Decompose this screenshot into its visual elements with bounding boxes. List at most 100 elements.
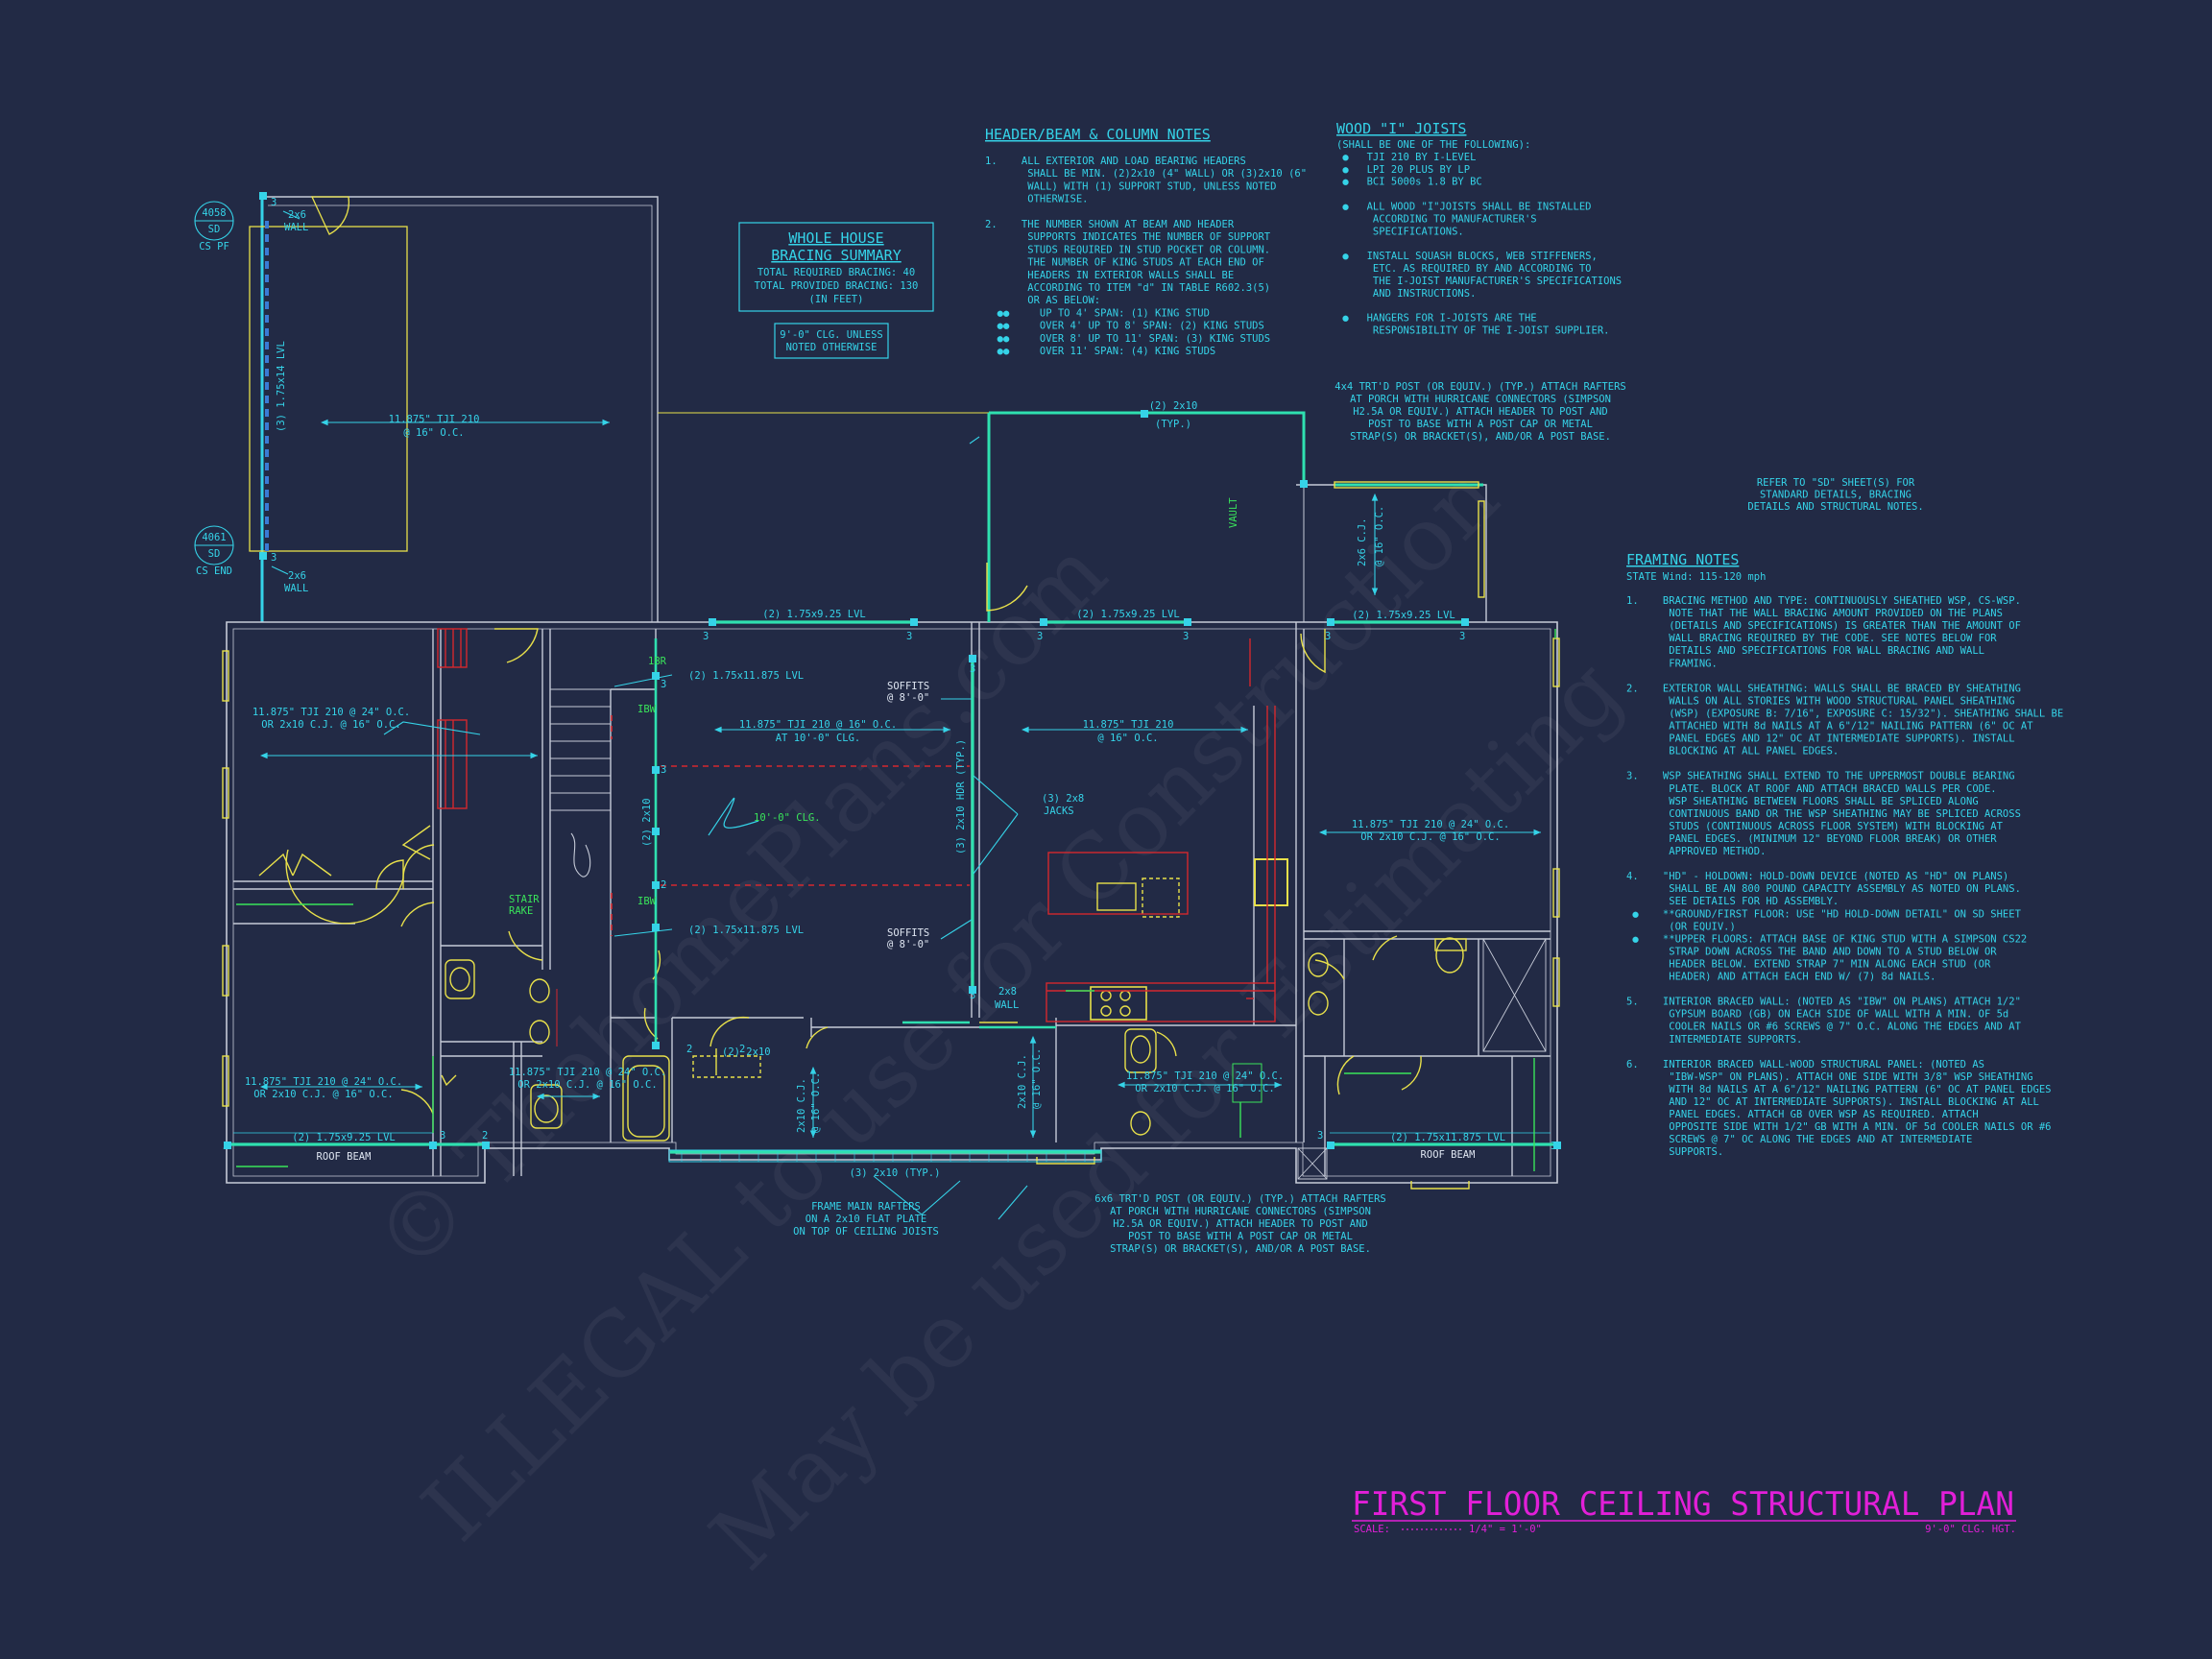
note-line: WALL) WITH (1) SUPPORT STUD, UNLESS NOTE… xyxy=(985,180,1276,192)
post-number: 2 xyxy=(739,1044,745,1055)
soffit-label: SOFFITS xyxy=(887,927,929,939)
plan-labels: 11.875" TJI 210 @ 16" O.C. (3) 1.75x14 L… xyxy=(196,207,1509,1179)
wall-2x6-label: 2x6 xyxy=(288,209,306,221)
note-line: WALL BRACING REQUIRED BY THE CODE. SEE N… xyxy=(1626,633,1997,644)
note-line: PANEL EDGES. (MINIMUM 12" BEYOND FLOOR B… xyxy=(1626,833,1997,845)
note-line: STRAP(S) OR BRACKET(S), AND/OR A POST BA… xyxy=(1110,1243,1371,1255)
garage-beam-label: (3) 1.75x14 LVL xyxy=(276,341,287,432)
post-number: 3 xyxy=(1459,631,1465,642)
post-number: 3 xyxy=(1551,1141,1556,1152)
bracing-summary-title: BRACING SUMMARY xyxy=(771,247,901,264)
hdr-vertical-label: (3) 2x10 HDR (TYP.) xyxy=(955,739,967,854)
stair-label: STAIR xyxy=(509,894,540,905)
green-elements xyxy=(236,629,1556,1171)
note-line: 6. INTERIOR BRACED WALL-WOOD STRUCTURAL … xyxy=(1626,1059,1984,1070)
note-line: PANEL EDGES. ATTACH GB OVER WSP AS REQUI… xyxy=(1626,1109,1979,1120)
bracing-summary-title: WHOLE HOUSE xyxy=(788,229,883,247)
note-line: STRAP DOWN ACROSS THE BAND AND DOWN TO A… xyxy=(1626,946,1997,957)
ceiling-note-line: 9'-0" CLG. UNLESS xyxy=(780,329,882,341)
note-line: SEE DETAILS FOR HD ASSEMBLY. xyxy=(1626,896,1839,907)
porch-cj-label: 2x10 C.J. xyxy=(796,1078,807,1133)
lvl-beam-label: (2) 1.75x11.875 LVL xyxy=(688,925,804,936)
porch-cj-label: 2x10 C.J. xyxy=(1017,1054,1028,1109)
note-line: REFER TO "SD" SHEET(S) FOR xyxy=(1757,477,1915,489)
detail-bubble-number: 4061 xyxy=(202,532,226,543)
title-block: FIRST FLOOR CEILING STRUCTURAL PLAN SCAL… xyxy=(1352,1485,2016,1535)
note-line: ACCORDING TO MANUFACTURER'S xyxy=(1336,213,1537,225)
note-line: SUPPORTS. xyxy=(1626,1146,1723,1158)
wall-2x8-label: 2x8 xyxy=(998,986,1017,998)
bath-joists-alt: OR 2x10 C.J. @ 16" O.C. xyxy=(517,1079,657,1091)
note-line: STUDS (CONTINUOUS ACROSS FLOOR SYSTEM) W… xyxy=(1626,821,2004,832)
bedroom-joists: 11.875" TJI 210 @ 24" O.C. xyxy=(245,1076,402,1088)
bedroom-joists: 11.875" TJI 210 @ 24" O.C. xyxy=(252,707,410,718)
bracing-unit: (IN FEET) xyxy=(809,294,864,305)
ceiling-note-line: NOTED OTHERWISE xyxy=(786,342,878,353)
post-number: 2 xyxy=(482,1130,488,1142)
hdr-2x10-label: (2) 2x10 xyxy=(641,798,653,847)
note-line: H2.5A OR EQUIV.) ATTACH HEADER TO POST A… xyxy=(1353,406,1608,418)
right-cj-label: 2x6 C.J. xyxy=(1357,517,1368,566)
master-bedroom-joists: 11.875" TJI 210 @ 24" O.C. xyxy=(1352,819,1509,830)
note-line: THE I-JOIST MANUFACTURER'S SPECIFICATION… xyxy=(1336,276,1622,287)
post-number: 3 xyxy=(1037,631,1043,642)
post-number: 3 xyxy=(223,1141,228,1152)
framing-wind-speed: STATE Wind: 115-120 mph xyxy=(1626,571,1766,583)
ceiling-height-label: 9'-0" CLG. HGT. xyxy=(1925,1524,2016,1535)
note-line: ● **GROUND/FIRST FLOOR: USE "HD HOLD-DOW… xyxy=(1626,908,2022,920)
soffit-label: SOFFITS xyxy=(887,681,929,692)
framing-notes: FRAMING NOTES STATE Wind: 115-120 mph 1.… xyxy=(1626,551,2063,1158)
ceiling-note-box: 9'-0" CLG. UNLESS NOTED OTHERWISE xyxy=(774,323,889,359)
post-number: 3 xyxy=(703,631,709,642)
post-number: 3 xyxy=(970,990,975,1001)
wall-2x6-label: WALL xyxy=(284,583,308,594)
post-number: 3 xyxy=(271,552,276,564)
note-line: ●● OVER 8' UP TO 11' SPAN: (3) KING STUD… xyxy=(985,333,1270,345)
kitchen-joists: 11.875" TJI 210 xyxy=(1083,719,1174,731)
post-number: 2 xyxy=(686,1044,692,1055)
porch-header-label: (2) 2x10 xyxy=(1149,400,1198,412)
header-beam-column-notes: HEADER/BEAM & COLUMN NOTES 1. ALL EXTERI… xyxy=(985,126,1307,357)
note-line: POST TO BASE WITH A POST CAP OR METAL xyxy=(1128,1231,1353,1242)
roof-beam-label: ROOF BEAM xyxy=(317,1151,372,1163)
note-line: WSP SHEATHING BETWEEN FLOORS SHALL BE SP… xyxy=(1626,796,1979,807)
note-line: HEADER BELOW. EXTEND STRAP 7" MIN ALONG … xyxy=(1626,958,1991,970)
great-room-joists: 11.875" TJI 210 @ 16" O.C. xyxy=(739,719,897,731)
post-markers xyxy=(224,192,1561,1149)
note-line: H2.5A OR EQUIV.) ATTACH HEADER TO POST A… xyxy=(1113,1218,1368,1230)
lvl-header-label: (2) 1.75x9.25 LVL xyxy=(1352,610,1455,621)
post-number: 3 xyxy=(1317,1130,1323,1142)
sheet-title: FIRST FLOOR CEILING STRUCTURAL PLAN xyxy=(1352,1485,2014,1524)
note-line: 1. ALL EXTERIOR AND LOAD BEARING HEADERS xyxy=(985,156,1246,167)
garage-walls xyxy=(262,196,659,622)
bedroom-joists-alt: OR 2x10 C.J. @ 16" O.C. xyxy=(253,1089,393,1100)
lvl-header-label: (2) 1.75x9.25 LVL xyxy=(762,609,865,620)
note-line: "IBW-WSP" ON PLANS). ATTACH ONE SIDE WIT… xyxy=(1626,1071,2033,1083)
note-line: ● HANGERS FOR I-JOISTS ARE THE xyxy=(1336,313,1537,325)
note-line: ACCORDING TO ITEM "d" IN TABLE R602.3(5) xyxy=(985,282,1270,294)
note-line: POST TO BASE WITH A POST CAP OR METAL xyxy=(1368,419,1593,430)
note-line: GYPSUM BOARD (GB) ON EACH SIDE OF WALL W… xyxy=(1626,1009,2008,1021)
note-line: FRAMING. xyxy=(1626,658,1718,669)
wall-2x8-label: WALL xyxy=(995,999,1019,1011)
note-line: SHALL BE AN 800 POUND CAPACITY ASSEMBLY … xyxy=(1626,883,2021,895)
post-number: 3 xyxy=(271,197,276,208)
garage-joists-label: 11.875" TJI 210 xyxy=(389,414,480,425)
note-line: AND 12" OC AT INTERMEDIATE SUPPORTS). IN… xyxy=(1626,1096,2039,1108)
note-line: APPROVED METHOD. xyxy=(1626,846,1766,857)
roof-beam-label: ROOF BEAM xyxy=(1421,1149,1476,1161)
bracing-required: TOTAL REQUIRED BRACING: 40 xyxy=(757,267,915,278)
note-line: HEADER) AND ATTACH EACH END W/ (7) 8d NA… xyxy=(1626,972,1936,983)
note-line: SHALL BE MIN. (2)2x10 (4" WALL) OR (3)2x… xyxy=(985,168,1307,180)
soffit-height: @ 8'-0" xyxy=(887,939,929,950)
note-line: AT PORCH WITH HURRICANE CONNECTORS (SIMP… xyxy=(1110,1206,1371,1217)
note-line: 4x4 TRT'D POST (OR EQUIV.) (TYP.) ATTACH… xyxy=(1334,381,1625,393)
post-numbers: 3 3 3 3 3 3 3 3 3 3 2 3 3 3 3 2 3 3 2 2 xyxy=(223,197,1556,1152)
jacks-label: (3) 2x8 xyxy=(1042,793,1084,805)
note-line: 1. BRACING METHOD AND TYPE: CONTINUOUSLY… xyxy=(1626,595,2021,607)
note-line: COOLER NAILS OR #6 SCREWS @ 7" O.C. ALON… xyxy=(1626,1022,2022,1033)
note-line: WALLS ON ALL STORIES WITH WOOD STRUCTURA… xyxy=(1626,695,2015,707)
note-line: DETAILS AND STRUCTURAL NOTES. xyxy=(1747,501,1923,513)
